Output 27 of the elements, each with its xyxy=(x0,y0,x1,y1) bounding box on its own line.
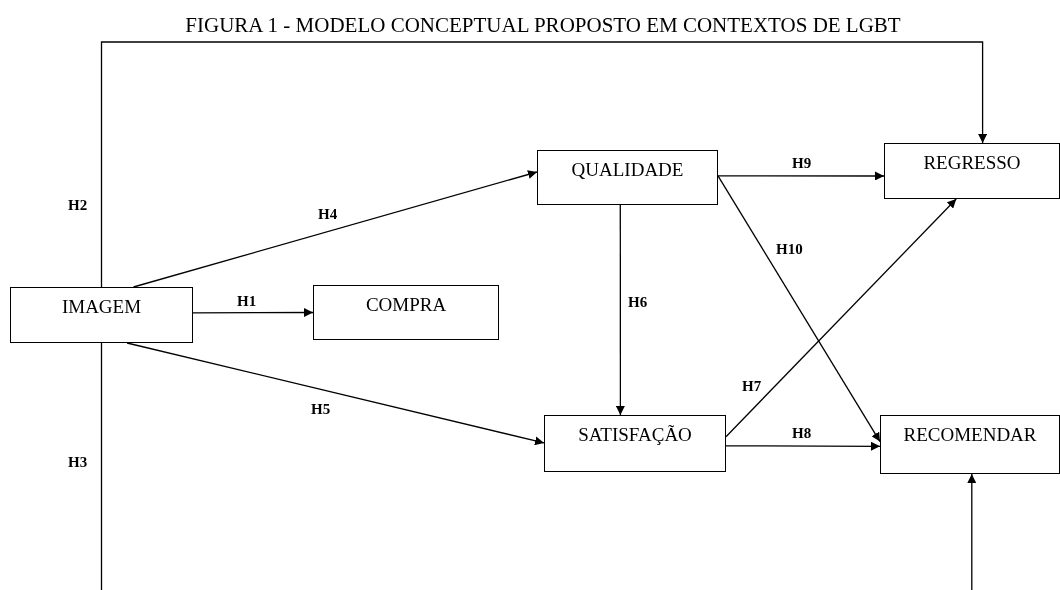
arrow xyxy=(725,441,881,451)
edge-label: H1 xyxy=(236,293,258,309)
arrow xyxy=(717,175,881,443)
edge-label: H6 xyxy=(627,294,649,310)
arrow xyxy=(126,342,545,446)
arrow xyxy=(132,170,538,288)
construct-box: COMPRA xyxy=(313,285,499,340)
arrow xyxy=(100,342,977,590)
edge-label: H4 xyxy=(317,206,339,222)
arrow xyxy=(100,41,988,288)
construct-box: IMAGEM xyxy=(10,287,193,343)
construct-box: QUALIDADE xyxy=(537,150,718,205)
arrow xyxy=(615,204,625,416)
edge-label: H8 xyxy=(791,425,813,441)
arrow xyxy=(192,308,314,317)
construct-box: REGRESSO xyxy=(884,143,1060,199)
edge-label: H3 xyxy=(67,454,89,470)
edge-label: H5 xyxy=(310,401,332,417)
construct-box: RECOMENDAR xyxy=(880,415,1060,474)
arrow xyxy=(725,198,957,438)
construct-box: SATISFAÇÃO xyxy=(544,415,726,472)
edge-label: H10 xyxy=(775,241,804,257)
edge-label: H7 xyxy=(741,378,763,394)
edge-label: H2 xyxy=(67,197,89,213)
edge-label: H9 xyxy=(791,155,813,171)
arrow xyxy=(717,171,885,181)
figure-title: FIGURA 1 - MODELO CONCEPTUAL PROPOSTO EM CONTEXTOS DE LGBT xyxy=(184,13,902,37)
